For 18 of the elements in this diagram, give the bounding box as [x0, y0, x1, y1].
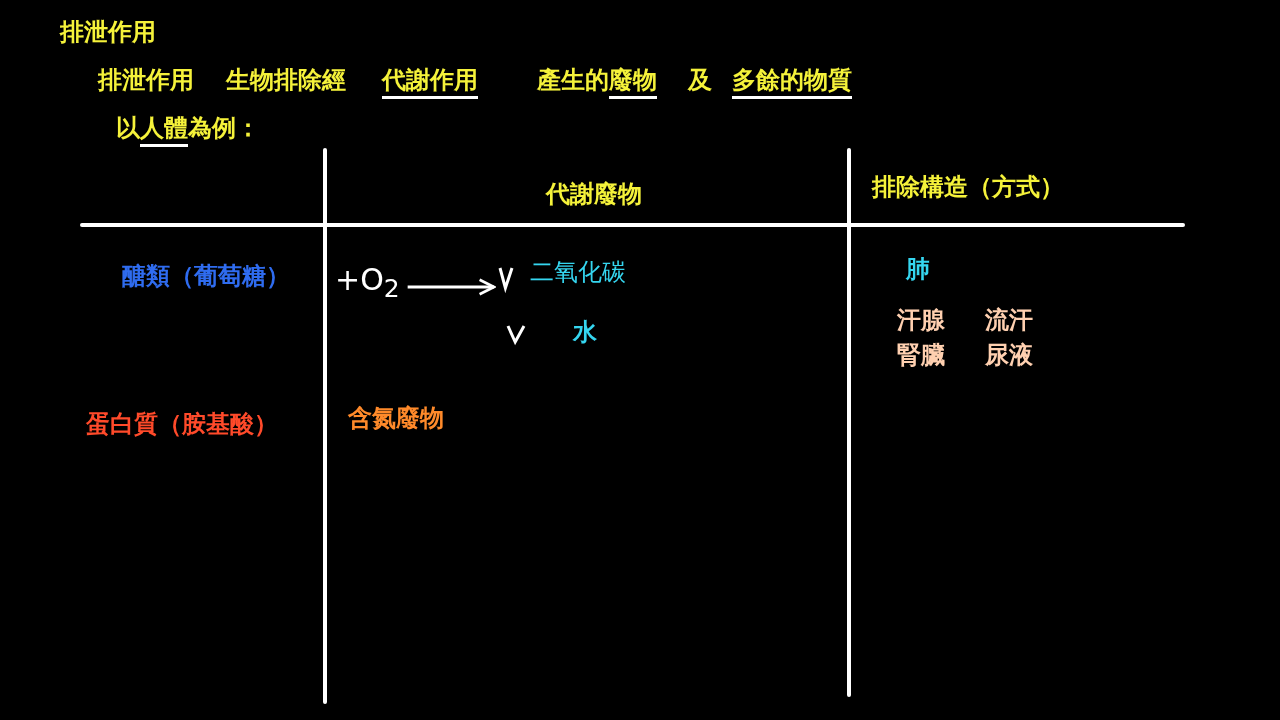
heading: 排泄作用 [60, 18, 156, 47]
definition-text: 及 [688, 66, 712, 95]
organ-text: 汗腺 [897, 306, 945, 335]
method-text: 尿液 [985, 341, 1033, 370]
waste-text: 含氮廢物 [348, 404, 444, 433]
row-header: 醣類（葡萄糖） [122, 262, 290, 291]
column-header: 代謝廢物 [546, 180, 642, 209]
waste-text: 二氧化碳 [530, 258, 626, 287]
definition-text: 排泄作用 [98, 66, 194, 95]
waste-text: 水 [573, 318, 597, 347]
organ-text: 肺 [906, 255, 930, 284]
row-header: 蛋白質（胺基酸） [86, 410, 278, 439]
column-header: 排除構造（方式） [872, 173, 1064, 202]
arrow [407, 278, 496, 296]
organ-text: 腎臟 [897, 341, 945, 370]
method-text: 流汗 [985, 306, 1033, 335]
definition-text: 生物排除經 [226, 66, 346, 95]
formula-text: +O$_{2}$ [335, 262, 400, 304]
